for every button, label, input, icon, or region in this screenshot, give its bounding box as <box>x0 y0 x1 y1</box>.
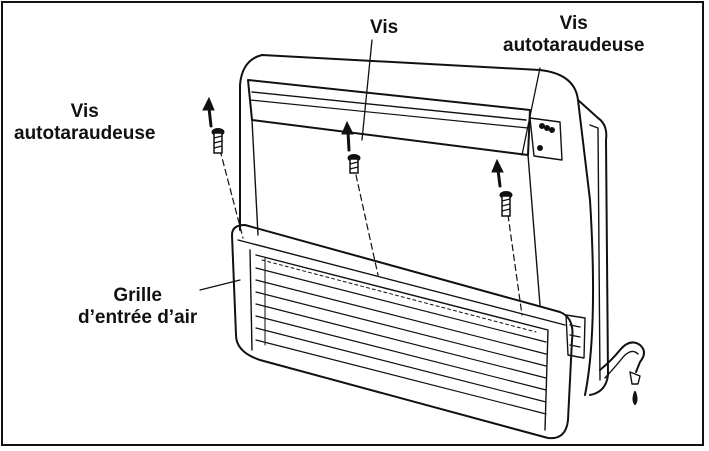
label-screw-right-line2: autotaraudeuse <box>503 35 645 56</box>
arrow-up-right-icon <box>491 158 504 188</box>
top-louver <box>247 79 531 156</box>
label-screw-right-line1: Vis <box>559 13 588 34</box>
label-grille: Grille d’entrée d’air <box>78 285 197 329</box>
drain-pipe <box>599 341 645 373</box>
label-screw-left-line2: autotaraudeuse <box>14 123 156 144</box>
label-grille-line1: Grille <box>113 285 162 306</box>
grille-body <box>231 224 574 440</box>
label-screw-mid: Vis <box>370 17 399 38</box>
screw-mid <box>347 154 361 174</box>
cabinet-body <box>239 54 595 396</box>
label-screw-right: Vis autotaraudeuse <box>503 13 644 57</box>
arrow-up-mid-icon <box>341 120 354 152</box>
screw-right <box>499 191 513 217</box>
drip-drop <box>632 391 638 405</box>
figure-frame <box>1 1 704 446</box>
screw-left <box>211 128 225 154</box>
arrow-up-left-icon <box>202 96 215 128</box>
label-grille-line2: d’entrée d’air <box>78 307 198 328</box>
control-panel <box>529 117 563 161</box>
label-screw-left: Vis autotaraudeuse <box>14 101 155 145</box>
label-screw-left-line1: Vis <box>70 101 99 122</box>
